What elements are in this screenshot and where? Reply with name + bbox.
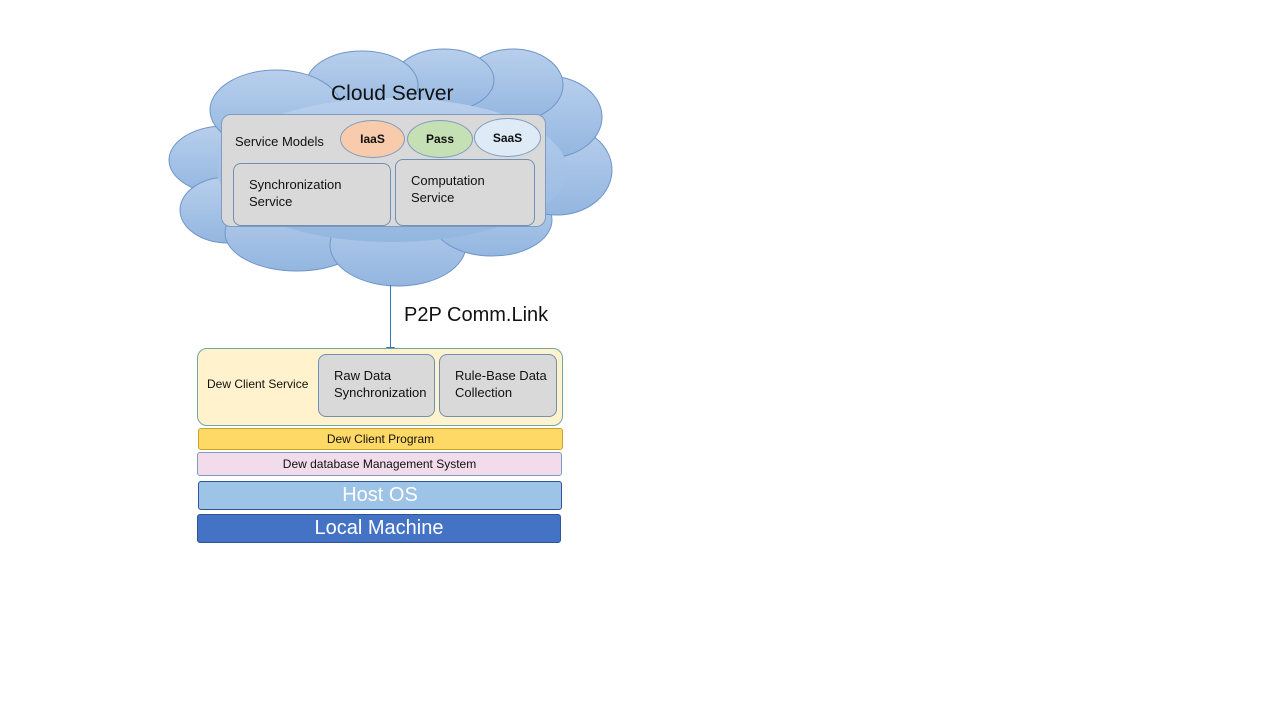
rule-base-line2: Collection: [455, 385, 513, 400]
computation-service-line2: Service: [411, 190, 455, 205]
sync-service-line2: Service: [249, 194, 293, 209]
host-os-bar: Host OS: [198, 481, 562, 510]
computation-service-line1: Computation: [411, 173, 485, 188]
iaas-model: IaaS: [340, 120, 405, 158]
saas-model: SaaS: [474, 118, 541, 157]
cloud-server-title: Cloud Server: [331, 82, 454, 105]
local-machine-bar: Local Machine: [197, 514, 561, 543]
computation-service-box: Computation Service: [395, 159, 535, 226]
pass-model: Pass: [407, 120, 473, 158]
rule-base-line1: Rule-Base Data: [455, 368, 547, 383]
p2p-link-label: P2P Comm.Link: [404, 304, 549, 326]
synchronization-service-box: Synchronization Service: [233, 163, 391, 226]
dew-dbms-bar: Dew database Management System: [197, 452, 562, 476]
raw-data-line1: Raw Data: [334, 368, 392, 383]
rule-base-collection-box: Rule-Base Data Collection: [439, 354, 557, 417]
raw-data-sync-box: Raw Data Synchronization: [318, 354, 435, 417]
sync-service-line1: Synchronization: [249, 177, 342, 192]
raw-data-line2: Synchronization: [334, 385, 427, 400]
dew-client-service-label: Dew Client Service: [207, 377, 309, 391]
service-models-label: Service Models: [235, 134, 324, 149]
dew-client-program-bar: Dew Client Program: [198, 428, 563, 450]
